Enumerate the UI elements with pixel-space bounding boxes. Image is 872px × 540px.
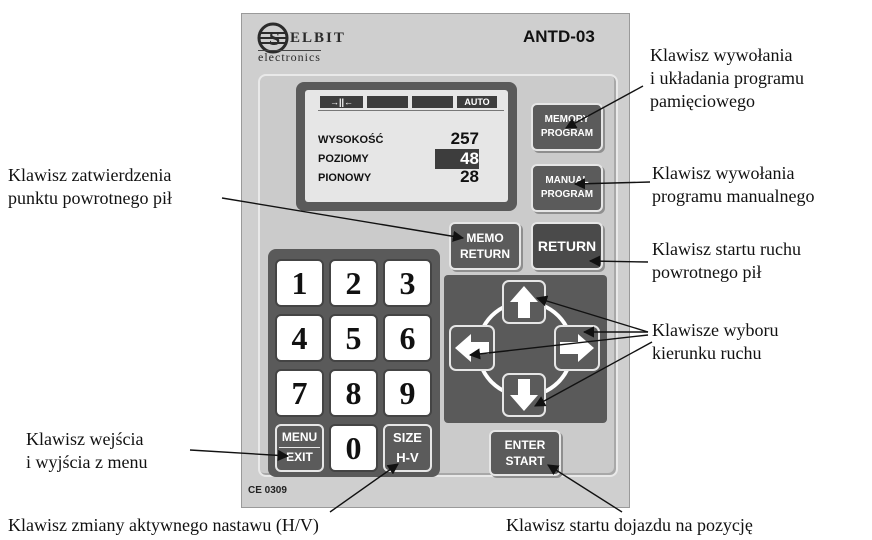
annotation-direction-line2: kierunku ruchu: [652, 343, 762, 363]
button-label: MEMO: [466, 231, 504, 245]
display-screen: [305, 90, 508, 202]
key-0[interactable]: 0: [329, 424, 378, 472]
leader-return: [588, 255, 649, 267]
annotation-size: Klawisz zmiany aktywnego nastawu (H/V): [8, 515, 319, 535]
row-value-height: 257: [450, 129, 479, 148]
arrow-left-icon: [455, 334, 489, 362]
key-4[interactable]: 4: [275, 314, 324, 362]
leader-enter: [547, 464, 623, 513]
annotation-enter: Klawisz startu dojazdu na pozycję: [506, 515, 753, 535]
model-name: ANTD-03: [523, 27, 595, 46]
annotation-return-line2: powrotnego pił: [652, 262, 762, 282]
manual-program-button[interactable]: MANUAL PROGRAM: [531, 164, 603, 212]
annotation-confirm-line1: Klawisz zatwierdzenia: [8, 165, 172, 185]
leader-memory: [565, 85, 644, 129]
arrow-right-icon: [560, 334, 594, 362]
key-2[interactable]: 2: [329, 259, 378, 307]
annotation-memory-line1: Klawisz wywołania: [650, 45, 793, 65]
key-8[interactable]: 8: [329, 369, 378, 417]
button-label: MANUAL: [545, 175, 589, 186]
key-1[interactable]: 1: [275, 259, 324, 307]
leader-direction-up: [535, 295, 649, 333]
leader-size: [329, 463, 399, 513]
key-3[interactable]: 3: [383, 259, 432, 307]
annotation-menu-line2: i wyjścia z menu: [26, 452, 148, 472]
arrow-left-button[interactable]: [449, 325, 495, 371]
key-6[interactable]: 6: [383, 314, 432, 362]
leader-menu: [189, 449, 290, 461]
enter-start-button[interactable]: ENTER START: [489, 430, 561, 476]
key-label: H-V: [396, 450, 419, 465]
annotation-memory-line3: pamięciowego: [650, 91, 755, 111]
annotation-confirm-line2: punktu powrotnego pił: [8, 188, 172, 208]
leader-direction-left: [468, 334, 649, 360]
arrow-up-button[interactable]: [502, 280, 546, 324]
annotation-menu-line1: Klawisz wejścia: [26, 429, 144, 449]
key-divider: [279, 447, 320, 448]
leader-manual: [573, 178, 651, 190]
brand-subtitle: electronics: [258, 50, 321, 64]
key-9[interactable]: 9: [383, 369, 432, 417]
annotation-manual-line1: Klawisz wywołania: [652, 163, 795, 183]
memo-return-button[interactable]: MEMO RETURN: [449, 222, 521, 270]
brand-name: ELBIT: [290, 30, 346, 46]
ce-mark: CE 0309: [248, 485, 287, 496]
indicator-auto: AUTO: [457, 96, 497, 108]
button-label: PROGRAM: [540, 128, 594, 139]
row-label-height: WYSOKOŚĆ: [318, 134, 384, 146]
leader-confirm: [221, 197, 465, 242]
row-label-horizontal: POZIOMY: [318, 153, 369, 165]
annotation-manual-line2: programu manualnego: [652, 186, 815, 206]
key-5[interactable]: 5: [329, 314, 378, 362]
indicator-segment: [412, 96, 453, 108]
button-label: PROGRAM: [540, 189, 594, 200]
elbit-logo-icon: S: [257, 22, 289, 54]
indicator-centering: →||←: [320, 96, 363, 108]
button-label: ENTER: [504, 438, 546, 452]
annotation-direction-line1: Klawisze wyboru: [652, 320, 779, 340]
svg-text:S: S: [269, 28, 280, 50]
annotation-memory-line2: i układania programu: [650, 68, 804, 88]
button-label: RETURN: [460, 247, 510, 261]
key-label: SIZE: [393, 430, 422, 445]
arrow-right-button[interactable]: [554, 325, 600, 371]
annotation-return-line1: Klawisz startu ruchu: [652, 239, 801, 259]
button-label: START: [505, 454, 545, 468]
row-value-vertical: 28: [460, 167, 479, 186]
key-7[interactable]: 7: [275, 369, 324, 417]
row-label-vertical: PIONOWY: [318, 172, 372, 184]
key-label: MENU: [281, 430, 318, 444]
leader-direction-down: [534, 341, 653, 407]
key-label: EXIT: [286, 450, 313, 464]
display-divider: [318, 110, 504, 111]
indicator-segment: [367, 96, 408, 108]
arrow-up-icon: [510, 286, 538, 318]
arrow-down-icon: [510, 379, 538, 411]
size-hv-key[interactable]: SIZE H-V: [383, 424, 432, 472]
button-label: RETURN: [537, 238, 597, 254]
row-value-horizontal: 48: [435, 149, 479, 169]
menu-exit-key[interactable]: MENU EXIT: [275, 424, 324, 472]
